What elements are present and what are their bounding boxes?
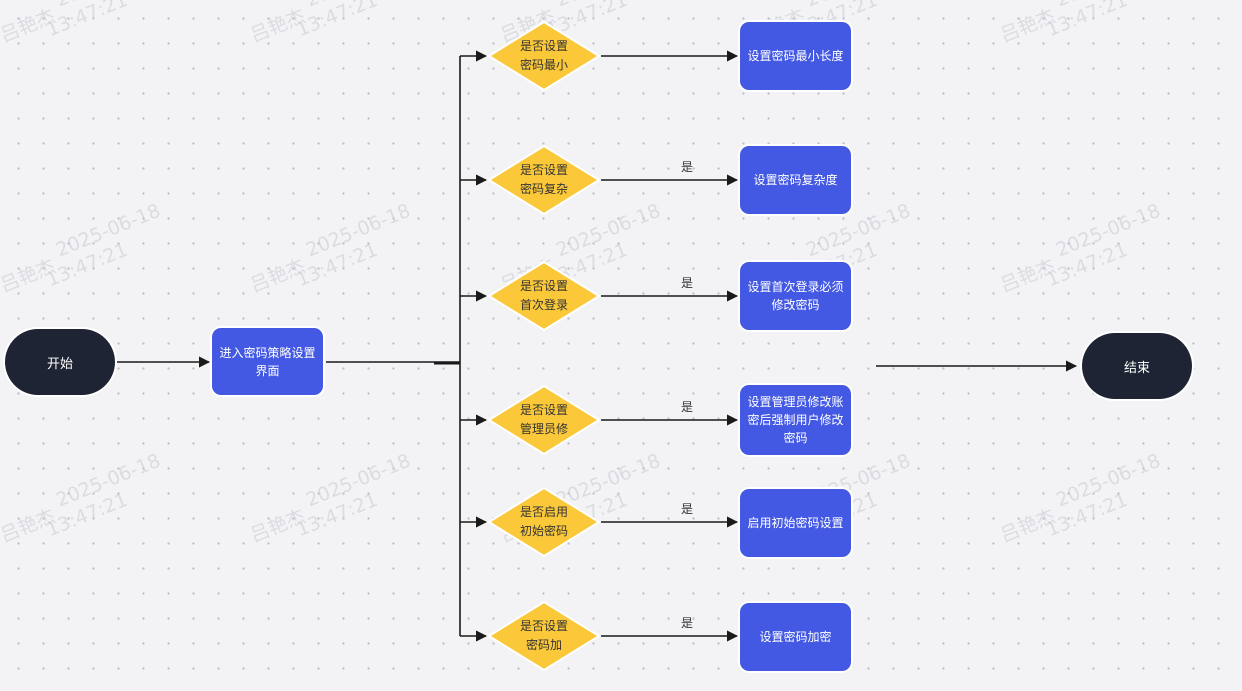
action-node[interactable]: 设置密码复杂度 <box>740 146 851 214</box>
decision-label: 是否设置 密码最小 <box>519 39 568 72</box>
decision-label: 是否设置 密码加 <box>519 619 568 652</box>
decision-label: 是否设置 首次登录 <box>519 279 568 312</box>
decision-diamond-shape <box>488 261 600 331</box>
action-node[interactable]: 设置管理员修改账密后强制用户修改密码 <box>740 385 851 455</box>
watermark-time: 13:47:21 <box>293 0 380 41</box>
action-label: 设置密码加密 <box>759 630 832 644</box>
decision-diamond-shape <box>488 145 600 215</box>
edge-yes-label: 是 <box>681 160 694 174</box>
decision-node[interactable]: 是否设置 密码加 <box>488 601 600 671</box>
decision-label: 是否设置 管理员修 <box>519 403 568 436</box>
watermark-time: 13:47:21 <box>1043 0 1130 41</box>
decision-diamond-shape <box>488 601 600 671</box>
decision-node[interactable]: 是否启用 初始密码 <box>488 487 600 557</box>
watermark-time: 13:47:21 <box>43 0 130 41</box>
action-node[interactable]: 启用初始密码设置 <box>740 489 851 557</box>
decision-node[interactable]: 是否设置 管理员修 <box>488 385 600 455</box>
enter-policy-node[interactable]: 进入密码策略设置界面 <box>212 328 323 395</box>
enter-policy-label: 进入密码策略设置界面 <box>219 345 316 378</box>
action-label: 设置密码复杂度 <box>753 173 838 187</box>
action-node[interactable]: 设置密码加密 <box>740 603 851 671</box>
decision-node[interactable]: 是否设置 首次登录 <box>488 261 600 331</box>
action-node[interactable]: 设置首次登录必须修改密码 <box>740 262 851 330</box>
edge-yes-label: 是 <box>681 616 694 630</box>
start-node[interactable]: 开始 <box>5 329 115 395</box>
action-label: 设置首次登录必须修改密码 <box>747 280 844 312</box>
decision-diamond-shape <box>488 487 600 557</box>
action-node[interactable]: 设置密码最小长度 <box>740 22 851 90</box>
decision-node[interactable]: 是否设置 密码最小 <box>488 21 600 91</box>
action-label: 设置管理员修改账密后强制用户修改密码 <box>747 395 844 445</box>
edge-yes-label: 是 <box>681 400 694 414</box>
edges-layer <box>117 50 1078 642</box>
decision-node[interactable]: 是否设置 密码复杂 <box>488 145 600 215</box>
decision-diamond-shape <box>488 21 600 91</box>
end-node[interactable]: 结束 <box>1082 333 1192 399</box>
edge-yes-label: 是 <box>681 276 694 290</box>
decision-diamond-shape <box>488 385 600 455</box>
start-node-label: 开始 <box>46 356 73 372</box>
decision-label: 是否启用 初始密码 <box>519 505 568 538</box>
edge-yes-label: 是 <box>681 502 694 516</box>
action-label: 启用初始密码设置 <box>747 516 844 530</box>
action-label: 设置密码最小长度 <box>747 49 844 63</box>
decision-label: 是否设置 密码复杂 <box>519 163 568 196</box>
end-node-label: 结束 <box>1123 360 1150 376</box>
